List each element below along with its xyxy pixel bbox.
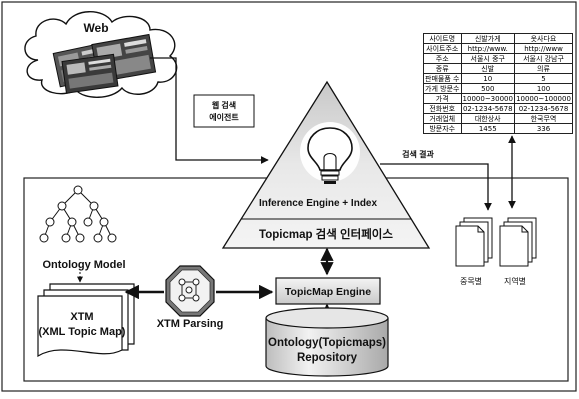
agent-label-1: 웹 검색 (212, 100, 236, 110)
ontology-model-label: Ontology Model (42, 259, 125, 271)
topicmap-engine-label: TopicMap Engine (285, 286, 371, 298)
table-row-header: 사이트주소 (423, 43, 462, 54)
doc-label-1: 중목별 (460, 276, 482, 286)
table-cell: 336 (514, 123, 573, 134)
table-row-header: 주소 (423, 53, 462, 64)
table-row-header: 전화번호 (423, 103, 462, 114)
table-cell: 1455 (460, 123, 515, 134)
web-label: Web (83, 21, 108, 35)
xtm-parsing-label: XTM Parsing (157, 318, 224, 330)
table-cell: 서울시 강남구 (514, 53, 573, 64)
search-result-label: 검색 결과 (402, 149, 434, 159)
web-to-agent-line (150, 57, 177, 104)
xtm-label-1: XTM (70, 311, 93, 323)
inference-engine-label: Inference Engine + Index (259, 198, 378, 209)
xtm-document-stack (37, 283, 135, 358)
table-cell: 10000~100000 (514, 93, 573, 104)
table-cell: 신발가게 (460, 33, 515, 44)
outer-frame (1, 1, 577, 392)
table-cell: 10000~30000 (460, 93, 515, 104)
web-pages-icon (52, 33, 157, 94)
table-cell: 500 (460, 83, 515, 94)
ontology-tree-icon (39, 185, 117, 243)
table-cell: 한국무역 (514, 113, 573, 124)
table-cell: http://www. (460, 43, 515, 54)
repository-label-2: Repository (297, 352, 358, 364)
search-result-arrow (380, 163, 492, 211)
table-row-header: 사이트명 (423, 33, 462, 44)
table-cell: 서울시 중구 (460, 53, 515, 64)
table-cell: 100 (514, 83, 573, 94)
document-stack-icon-2 (499, 217, 537, 267)
table-row-header: 판매물품 수 (423, 73, 462, 84)
table-row-header: 가게 방문수 (423, 83, 462, 94)
topicmap-search-interface-label: Topicmap 검색 인터페이스 (259, 227, 393, 241)
table-cell: 옷사다요 (514, 33, 573, 44)
web-search-agent-box (193, 94, 255, 128)
table-row-header: 거래업체 (423, 113, 462, 124)
table-cell: 의류 (514, 63, 573, 74)
xtm-parsing-icon (165, 265, 215, 317)
table-cell: 02-1234-5678 (460, 103, 515, 114)
table-cell: 5 (514, 73, 573, 84)
lightbulb-icon (300, 122, 360, 184)
agent-label-2: 에이전트 (209, 112, 239, 122)
doc-label-2: 지역별 (504, 276, 526, 286)
table-cell: 02-1234-5678 (514, 103, 573, 114)
table-cell: 10 (460, 73, 515, 84)
agent-to-engine-arrow (175, 104, 269, 164)
table-cell: 대한상사 (460, 113, 515, 124)
table-row-header: 종류 (423, 63, 462, 74)
repository-label-1: Ontology(Topicmaps) (268, 337, 386, 349)
xtm-label-2: (XML Topic Map) (39, 326, 126, 338)
table-cell: http://www (514, 43, 573, 54)
table-cell: 신발 (460, 63, 515, 74)
repository-cylinder (265, 307, 389, 377)
document-stack-icon-1 (455, 217, 493, 267)
table-row-header: 방문자수 (423, 123, 462, 134)
table-row-header: 가격 (423, 93, 462, 104)
